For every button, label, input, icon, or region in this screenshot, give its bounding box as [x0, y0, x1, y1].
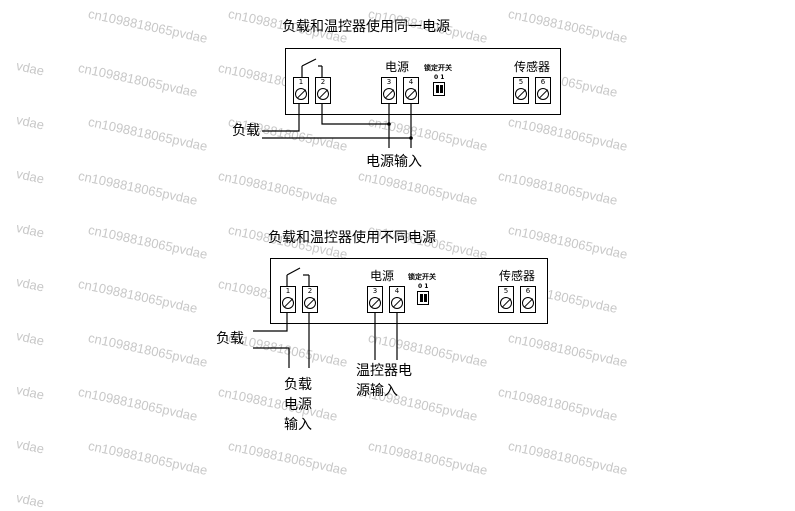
dip-switch-icon — [417, 291, 429, 305]
diagram2-dip-label: 0 1 — [418, 283, 429, 290]
terminal-number: 2 — [307, 287, 313, 295]
screw-icon — [537, 88, 549, 100]
diagram1-terminal-4: 4 — [403, 77, 419, 104]
diagram1-terminal-2: 2 — [315, 77, 331, 104]
diagram2-title: 负载和温控器使用不同电源 — [268, 230, 436, 246]
diagram1-sensor-label: 传感器 — [514, 60, 551, 74]
screw-icon — [515, 88, 527, 100]
diagram2-controller-power-line1: 温控器电 — [356, 363, 412, 379]
screw-icon — [405, 88, 417, 100]
terminal-number: 3 — [372, 287, 378, 295]
terminal-number: 1 — [285, 287, 291, 295]
screw-icon — [304, 297, 316, 309]
screw-icon — [500, 297, 512, 309]
screw-icon — [522, 297, 534, 309]
diagram2-load-label: 负载 — [216, 331, 244, 347]
diagram2-terminal-5: 5 — [498, 286, 514, 313]
diagram2-terminal-2: 2 — [302, 286, 318, 313]
diagram2-terminal-6: 6 — [520, 286, 536, 313]
terminal-number: 4 — [394, 287, 400, 295]
terminal-number: 6 — [525, 287, 531, 295]
diagram2-load-power-input-line2: 电源 — [284, 397, 312, 413]
diagram1-terminal-6: 6 — [535, 77, 551, 104]
diagram1-dip-label: 0 1 — [434, 74, 445, 81]
diagram2-sensor-label: 传感器 — [499, 269, 536, 283]
screw-icon — [317, 88, 329, 100]
diagram2-terminal-3: 3 — [367, 286, 383, 313]
diagram1-lock-switch-label: 锁定开关 — [424, 64, 452, 72]
diagram1-terminal-3: 3 — [381, 77, 397, 104]
dip-switch-icon — [433, 82, 445, 96]
diagram2-terminal-1: 1 — [280, 286, 296, 313]
diagram2-controller-power-line2: 源输入 — [356, 383, 398, 399]
terminal-number: 6 — [540, 78, 546, 86]
terminal-number: 5 — [518, 78, 524, 86]
diagram2-lock-switch-label: 锁定开关 — [408, 273, 436, 281]
screw-icon — [295, 88, 307, 100]
diagram1-terminal-5: 5 — [513, 77, 529, 104]
terminal-number: 1 — [298, 78, 304, 86]
diagram2-load-power-input-line3: 输入 — [284, 417, 312, 433]
diagram1-terminal-1: 1 — [293, 77, 309, 104]
screw-icon — [282, 297, 294, 309]
screw-icon — [369, 297, 381, 309]
diagram2-load-power-input-line1: 负载 — [284, 377, 312, 393]
screw-icon — [383, 88, 395, 100]
terminal-number: 2 — [320, 78, 326, 86]
diagram1-title: 负载和温控器使用同一电源 — [282, 19, 450, 35]
terminal-number: 4 — [408, 78, 414, 86]
terminal-number: 5 — [503, 287, 509, 295]
diagram1-power-input-label: 电源输入 — [366, 154, 422, 170]
diagram1-power-label: 电源 — [385, 60, 410, 74]
diagram1-load-label: 负载 — [232, 123, 260, 139]
diagram2-terminal-4: 4 — [389, 286, 405, 313]
terminal-number: 3 — [386, 78, 392, 86]
screw-icon — [391, 297, 403, 309]
diagram2-power-label: 电源 — [370, 269, 395, 283]
